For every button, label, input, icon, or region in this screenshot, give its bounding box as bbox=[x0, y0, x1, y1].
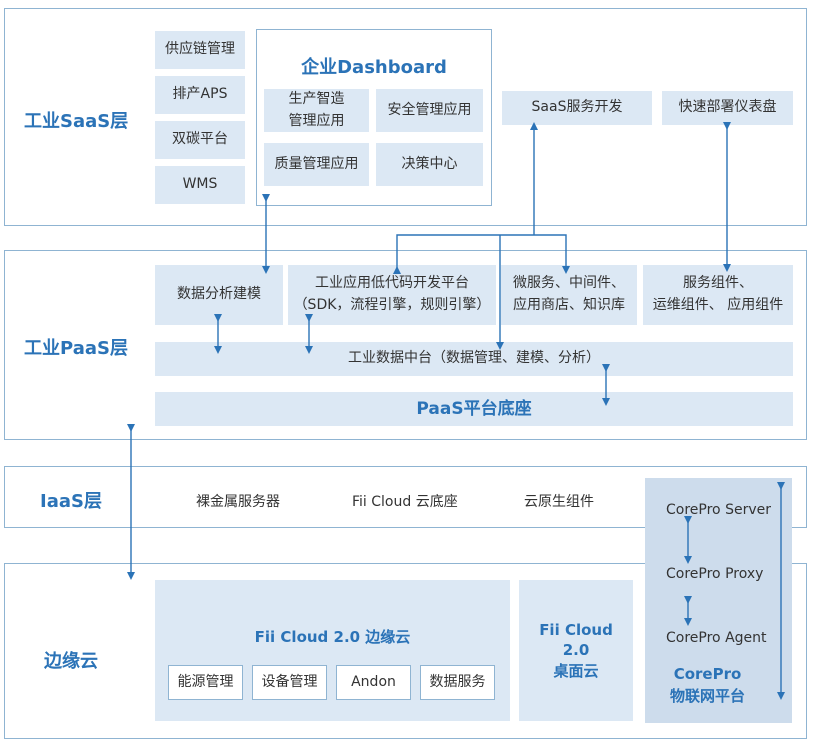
saas-dev-box: SaaS服务开发 bbox=[502, 91, 652, 125]
paas-base-label: PaaS平台底座 bbox=[416, 398, 532, 419]
data-center-box: 工业数据中台（数据管理、建模、分析） bbox=[155, 342, 793, 376]
dashboard-item-production-line1: 生产智造 bbox=[288, 90, 345, 107]
desktop-cloud-line3: 桌面云 bbox=[553, 661, 599, 680]
dashboard-item-decision: 决策中心 bbox=[376, 143, 483, 186]
lowcode-line2: （SDK，流程引擎，规则引擎） bbox=[293, 297, 491, 313]
dashboard-item-production: 生产智造 管理应用 bbox=[264, 89, 369, 132]
microservice-box: 微服务、中间件、 应用商店、知识库 bbox=[501, 265, 637, 325]
edge-cloud-title: Fii Cloud 2.0 边缘云 bbox=[254, 628, 411, 646]
dashboard-item-safety: 安全管理应用 bbox=[376, 89, 483, 132]
corepro-server-label: CorePro Server bbox=[666, 502, 771, 518]
iaas-item-cloud-native: 云原生组件 bbox=[524, 494, 594, 510]
service-components-line1: 服务组件、 bbox=[682, 275, 753, 292]
microservice-line2: 应用商店、知识库 bbox=[513, 297, 625, 313]
corepro-title-line2: 物联网平台 bbox=[669, 686, 745, 705]
corepro-title-line1: CorePro bbox=[673, 665, 742, 683]
saas-item-aps: 排产APS bbox=[155, 76, 245, 114]
service-components-line2: 运维组件、 应用组件 bbox=[652, 297, 784, 313]
edge-layer-label: 边缘云 bbox=[44, 651, 98, 672]
corepro-agent-label: CorePro Agent bbox=[666, 630, 767, 646]
paas-layer-label: 工业PaaS层 bbox=[24, 338, 128, 359]
desktop-cloud-line2: 2.0 bbox=[562, 641, 590, 660]
saas-item-carbon: 双碳平台 bbox=[155, 121, 245, 159]
corepro-proxy-label: CorePro Proxy bbox=[666, 566, 764, 582]
paas-base-box: PaaS平台底座 bbox=[155, 392, 793, 426]
saas-layer-label: 工业SaaS层 bbox=[24, 111, 129, 132]
iaas-item-fii-cloud: Fii Cloud 云底座 bbox=[352, 494, 458, 510]
saas-item-wms: WMS bbox=[155, 166, 245, 204]
microservice-line1: 微服务、中间件、 bbox=[513, 275, 625, 292]
saas-item-supply-chain: 供应链管理 bbox=[155, 31, 245, 69]
lowcode-platform-box: 工业应用低代码开发平台 （SDK，流程引擎，规则引擎） bbox=[288, 265, 496, 325]
iaas-layer-label: IaaS层 bbox=[40, 491, 102, 512]
desktop-cloud-panel: Fii Cloud 2.0 桌面云 bbox=[519, 580, 633, 721]
dashboard-item-production-line2: 管理应用 bbox=[288, 112, 345, 129]
corepro-panel bbox=[645, 478, 792, 723]
edge-item-data-service: 数据服务 bbox=[420, 665, 495, 700]
edge-item-energy: 能源管理 bbox=[168, 665, 243, 700]
edge-item-andon: Andon bbox=[336, 665, 411, 700]
iaas-item-baremetal: 裸金属服务器 bbox=[196, 494, 280, 510]
quick-deploy-box: 快速部署仪表盘 bbox=[662, 91, 793, 125]
lowcode-line1: 工业应用低代码开发平台 bbox=[314, 275, 469, 292]
corepro-title: CorePro 物联网平台 bbox=[645, 664, 770, 708]
dashboard-title: 企业Dashboard bbox=[301, 57, 447, 78]
desktop-cloud-line1: Fii Cloud bbox=[539, 621, 613, 640]
dashboard-item-quality: 质量管理应用 bbox=[264, 143, 369, 186]
edge-item-equipment: 设备管理 bbox=[252, 665, 327, 700]
data-modeling-box: 数据分析建模 bbox=[155, 265, 283, 325]
service-components-box: 服务组件、 运维组件、 应用组件 bbox=[643, 265, 793, 325]
arrow-distribution-bus bbox=[393, 234, 570, 274]
